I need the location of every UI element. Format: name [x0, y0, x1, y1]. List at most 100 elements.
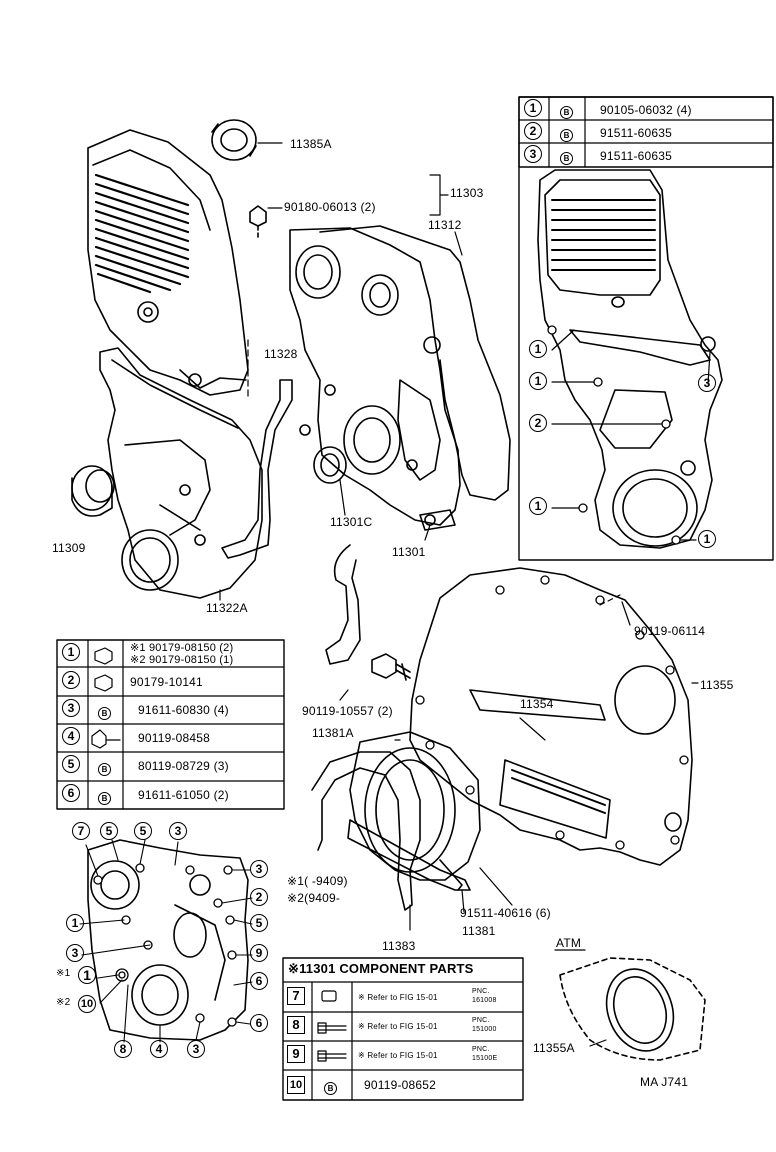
- lt-part-1a: ※1 90179-08150 (2): [130, 642, 234, 654]
- lt-num-2: 2: [62, 671, 80, 689]
- label-ma-j741: MA J741: [640, 1075, 689, 1089]
- lt-sym-5: B: [98, 759, 111, 777]
- label-11385A: 11385A: [290, 137, 332, 151]
- li-callout-9: 9: [250, 944, 268, 962]
- li-callout-1b: 1: [78, 966, 96, 985]
- li-callout-1: 1: [66, 914, 84, 932]
- cp-pnc2-8: 151000: [472, 1026, 497, 1033]
- cp-num-9: 9: [287, 1045, 305, 1063]
- li-callout-4: 4: [150, 1040, 168, 1058]
- label-90180: 90180-06013 (2): [284, 200, 376, 214]
- label-11383: 11383: [382, 939, 416, 953]
- label-11303: 11303: [450, 186, 484, 200]
- cp-pnc-9: PNC.: [472, 1046, 490, 1053]
- rt-sym-3: B: [560, 148, 573, 166]
- cp-pnc2-9: 15100E: [472, 1055, 498, 1062]
- lt-num-5: 5: [62, 755, 80, 773]
- li-callout-3d: 3: [187, 1040, 205, 1058]
- lt-num-6: 6: [62, 784, 80, 802]
- inset-callout-1d: 1: [698, 530, 716, 548]
- cp-sym-10: B: [324, 1078, 337, 1096]
- cp-ref-7: ※ Refer to FIG 15-01: [358, 993, 438, 1002]
- label-11312: 11312: [428, 218, 462, 232]
- label-11328: 11328: [264, 347, 298, 361]
- cp-num-8: 8: [287, 1016, 305, 1034]
- rt-part-3: 91511-60635: [600, 149, 673, 163]
- label-11381A: 11381A: [312, 726, 354, 740]
- li-callout-5a: 5: [100, 822, 118, 840]
- li-callout-5b: 5: [134, 822, 152, 840]
- lt-part-3: 91611-60830 (4): [138, 703, 229, 717]
- lt-sym-3: B: [98, 703, 111, 721]
- label-ast2: ※2: [56, 997, 71, 1008]
- gasket-11312: [319, 225, 511, 501]
- lt-num-1: 1: [62, 643, 80, 661]
- oil-seal-atm: [559, 957, 706, 1061]
- label-91511-40616: 91511-40616 (6): [460, 906, 551, 920]
- right-table-frame: [518, 96, 774, 168]
- rt-sym-1: B: [560, 102, 573, 120]
- cp-pnc-7: PNC.: [472, 988, 490, 995]
- cp-ref-8: ※ Refer to FIG 15-01: [358, 1022, 438, 1031]
- li-callout-8: 8: [114, 1040, 132, 1058]
- label-11301C: 11301C: [330, 515, 373, 529]
- lt-num-3: 3: [62, 699, 80, 717]
- li-callout-3a: 3: [169, 822, 187, 840]
- bolt-90119-10557: [371, 653, 411, 681]
- cp-part-10: 90119-08652: [364, 1078, 437, 1092]
- label-range-2: ※2(9409-: [287, 891, 341, 905]
- cp-pnc2-7: 161008: [472, 997, 497, 1004]
- rt-num-1: 1: [524, 99, 542, 117]
- label-range-1: ※1( -9409): [287, 874, 348, 888]
- lt-part-2: 90179-10141: [130, 675, 203, 689]
- oil-seal-retainer: [349, 731, 481, 891]
- rt-part-1: 90105-06032 (4): [600, 103, 692, 117]
- li-callout-7: 7: [72, 822, 90, 840]
- li-callout-5c: 5: [250, 914, 268, 932]
- component-table-frame: [282, 957, 524, 1101]
- inset-callout-2: 2: [529, 414, 547, 432]
- label-90119-10557: 90119-10557 (2): [302, 704, 393, 718]
- lt-part-6: 91611-61050 (2): [138, 788, 229, 802]
- inset-callout-3: 3: [698, 374, 716, 392]
- timing-gear-case: [289, 227, 461, 531]
- gasket-11328: [221, 379, 293, 559]
- inset-cover-outline: [537, 169, 723, 549]
- oil-pipe-hook: [325, 544, 361, 665]
- li-callout-2: 2: [250, 888, 268, 906]
- lt-part-1b: ※2 90179-08150 (1): [130, 654, 234, 666]
- li-callout-3b: 3: [250, 860, 268, 878]
- seal-11385A: [211, 119, 257, 161]
- label-11322A: 11322A: [206, 601, 248, 615]
- oil-seal-11309: [71, 465, 115, 517]
- lt-part-5: 80119-08729 (3): [138, 759, 229, 773]
- cp-num-10: 10: [287, 1075, 305, 1094]
- cp-ref-9: ※ Refer to FIG 15-01: [358, 1051, 438, 1060]
- rt-num-2: 2: [524, 122, 542, 140]
- label-11355A: 11355A: [533, 1041, 575, 1055]
- rt-sym-2: B: [560, 125, 573, 143]
- seal-11301C: [313, 446, 347, 484]
- li-callout-10: 10: [78, 994, 96, 1013]
- lt-sym-6: B: [98, 788, 111, 806]
- rt-part-2: 91511-60635: [600, 126, 673, 140]
- lt-part-4: 90119-08458: [138, 731, 211, 745]
- upper-timing-cover: [87, 129, 249, 396]
- component-title: ※11301 COMPONENT PARTS: [288, 961, 474, 976]
- lower-timing-cover: [99, 347, 263, 599]
- inset-callout-1a: 1: [529, 340, 547, 358]
- end-plate-11355: [409, 567, 693, 866]
- rt-num-3: 3: [524, 145, 542, 163]
- label-11355: 11355: [700, 678, 734, 692]
- bolt-90180: [249, 205, 267, 241]
- label-90119-06114: 90119-06114: [634, 624, 706, 638]
- label-ast1: ※1: [56, 968, 71, 979]
- label-11309: 11309: [52, 541, 86, 555]
- li-callout-3c: 3: [66, 944, 84, 962]
- li-callout-6a: 6: [250, 972, 268, 990]
- inset-callout-1b: 1: [529, 372, 547, 390]
- inset-gear-case: [87, 839, 249, 1041]
- cp-num-7: 7: [287, 987, 305, 1005]
- label-atm: ATM: [556, 936, 582, 950]
